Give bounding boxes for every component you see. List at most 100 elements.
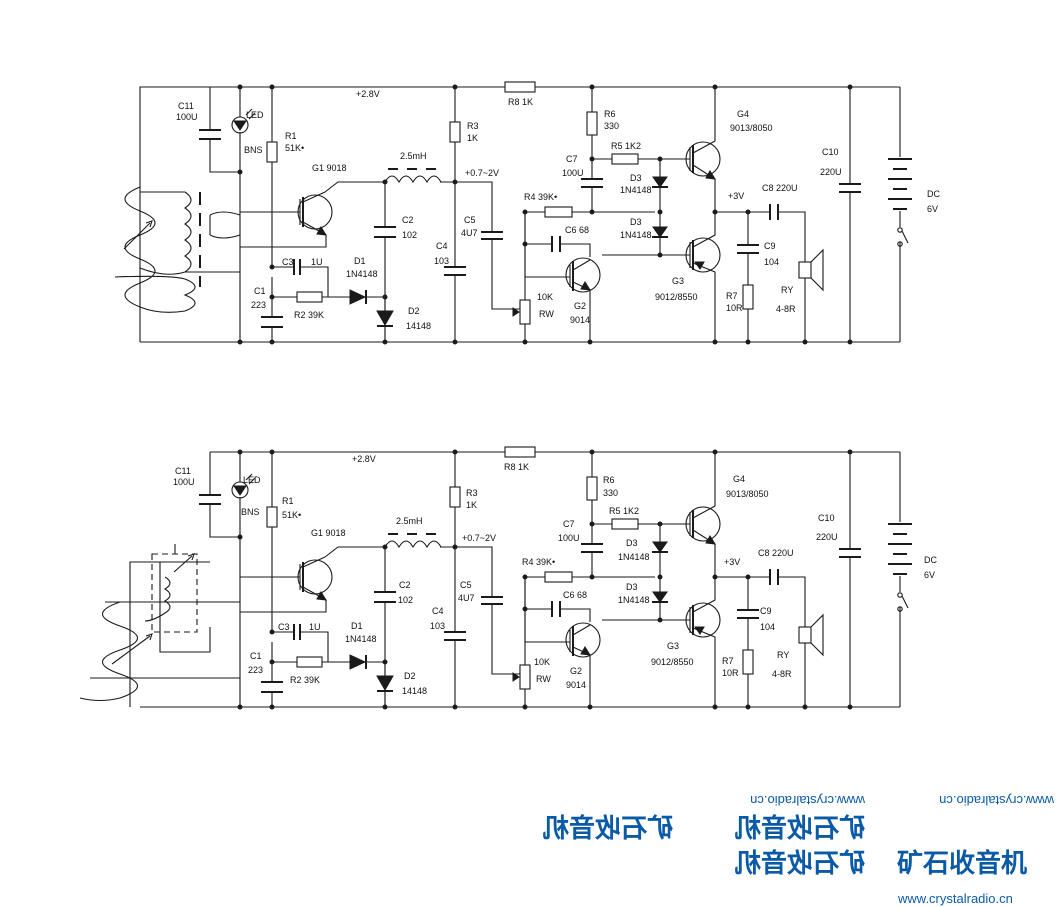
svg-text:330: 330 (604, 121, 619, 131)
svg-text:2.5mH: 2.5mH (396, 516, 423, 526)
svg-text:10K: 10K (537, 292, 553, 302)
svg-text:R5 1K2: R5 1K2 (611, 141, 641, 151)
svg-text:1N4148: 1N4148 (618, 552, 650, 562)
svg-text:C11: C11 (175, 466, 191, 476)
svg-text:C9: C9 (760, 606, 772, 616)
svg-text:4-8R: 4-8R (772, 669, 792, 679)
svg-text:1N4148: 1N4148 (620, 185, 652, 195)
watermark-cn: 矿石收音机 (897, 848, 1027, 879)
svg-text:D3: D3 (630, 217, 642, 227)
svg-text:G1 9018: G1 9018 (311, 528, 346, 538)
circuit-lower: C11 100U LED BNS R1 51K• +2.8V R8 1K R3 … (79, 446, 937, 710)
svg-text:R5 1K2: R5 1K2 (609, 506, 639, 516)
svg-text:+3V: +3V (728, 191, 744, 201)
svg-text:R4 39K•: R4 39K• (522, 557, 555, 567)
svg-text:D1: D1 (351, 621, 363, 631)
svg-text:C1: C1 (254, 286, 266, 296)
svg-text:10R: 10R (722, 668, 739, 678)
svg-text:100U: 100U (176, 112, 198, 122)
svg-text:G3: G3 (667, 641, 679, 651)
svg-text:DC: DC (927, 189, 940, 199)
svg-text:G4: G4 (733, 474, 745, 484)
svg-text:+3V: +3V (724, 557, 740, 567)
svg-text:RW: RW (536, 674, 551, 684)
svg-text:220U: 220U (816, 532, 838, 542)
svg-text:R3: R3 (467, 121, 479, 131)
watermark-cn-mirrored-3: 矿石收音机 (543, 813, 673, 844)
svg-text:G1 9018: G1 9018 (312, 163, 347, 173)
svg-text:51K•: 51K• (282, 510, 301, 520)
svg-text:C11: C11 (178, 101, 194, 111)
svg-text:2.5mH: 2.5mH (400, 151, 427, 161)
svg-text:223: 223 (251, 300, 266, 310)
svg-text:G2: G2 (574, 301, 586, 311)
svg-text:14148: 14148 (402, 686, 427, 696)
svg-text:D2: D2 (404, 671, 416, 681)
svg-text:R6: R6 (604, 109, 616, 119)
svg-text:C3: C3 (282, 257, 294, 267)
svg-text:C10: C10 (822, 147, 839, 157)
svg-text:C3: C3 (278, 622, 290, 632)
svg-text:DC: DC (924, 555, 937, 565)
circuit-upper: C11 100U LED BNS R1 51K• +2.8V R8 1K R3 … (114, 81, 940, 345)
watermark-url-mirrored-1: www.crystalradio.cn (750, 793, 866, 808)
svg-text:1K: 1K (466, 500, 477, 510)
svg-text:9013/8050: 9013/8050 (730, 123, 773, 133)
svg-text:C7: C7 (566, 154, 578, 164)
svg-text:1K: 1K (467, 133, 478, 143)
svg-text:330: 330 (603, 488, 618, 498)
svg-text:9013/8050: 9013/8050 (726, 489, 769, 499)
svg-text:1N4148: 1N4148 (345, 634, 377, 644)
svg-text:C5: C5 (460, 580, 472, 590)
svg-text:R8 1K: R8 1K (508, 97, 533, 107)
svg-text:4-8R: 4-8R (776, 304, 796, 314)
svg-text:220U: 220U (820, 167, 842, 177)
svg-text:9012/8550: 9012/8550 (655, 292, 698, 302)
svg-text:102: 102 (402, 230, 417, 240)
svg-text:C5: C5 (464, 215, 476, 225)
svg-text:6V: 6V (924, 570, 935, 580)
svg-text:LED: LED (243, 475, 261, 485)
svg-text:R3: R3 (466, 488, 478, 498)
svg-text:C2: C2 (402, 215, 414, 225)
svg-text:RY: RY (777, 650, 789, 660)
svg-text:C2: C2 (399, 580, 411, 590)
svg-text:BNS: BNS (241, 507, 260, 517)
svg-text:C7: C7 (563, 519, 575, 529)
svg-text:104: 104 (760, 622, 775, 632)
svg-text:C9: C9 (764, 241, 776, 251)
svg-text:G4: G4 (737, 109, 749, 119)
watermark-cn-mirrored-1: 矿石收音机 (735, 813, 865, 844)
svg-text:9014: 9014 (566, 680, 586, 690)
svg-text:LED: LED (246, 110, 264, 120)
svg-text:D3: D3 (626, 538, 638, 548)
svg-text:103: 103 (430, 621, 445, 631)
svg-text:6V: 6V (927, 204, 938, 214)
watermark-block: 矿石收音机 矿石收音机 矿石收音机 www.crystalradio.cn ww… (543, 793, 1055, 906)
svg-text:R2 39K: R2 39K (294, 310, 324, 320)
svg-text:100U: 100U (173, 477, 195, 487)
svg-text:+2.8V: +2.8V (356, 89, 380, 99)
svg-text:C8 220U: C8 220U (762, 183, 798, 193)
svg-text:R7: R7 (726, 291, 738, 301)
svg-text:9012/8550: 9012/8550 (651, 657, 694, 667)
svg-text:+2.8V: +2.8V (352, 454, 376, 464)
svg-text:R8 1K: R8 1K (504, 462, 529, 472)
svg-text:D3: D3 (626, 582, 638, 592)
svg-text:D2: D2 (408, 306, 420, 316)
svg-text:G3: G3 (672, 276, 684, 286)
svg-text:R7: R7 (722, 656, 734, 666)
svg-text:4U7: 4U7 (458, 593, 475, 603)
ferrite-antenna-upper (114, 86, 241, 342)
svg-text:R1: R1 (282, 496, 294, 506)
labels-upper: C11 100U LED BNS R1 51K• +2.8V R8 1K R3 … (176, 89, 940, 331)
svg-text:C4: C4 (436, 241, 448, 251)
svg-text:14148: 14148 (406, 321, 431, 331)
svg-text:1U: 1U (309, 622, 321, 632)
svg-text:1N4148: 1N4148 (618, 595, 650, 605)
watermark-url-mirrored-2: www.crystalradio.cn (939, 793, 1055, 808)
svg-text:1U: 1U (311, 257, 323, 267)
svg-text:+0.7~2V: +0.7~2V (462, 533, 496, 543)
watermark-url: www.crystalradio.cn (897, 891, 1013, 906)
